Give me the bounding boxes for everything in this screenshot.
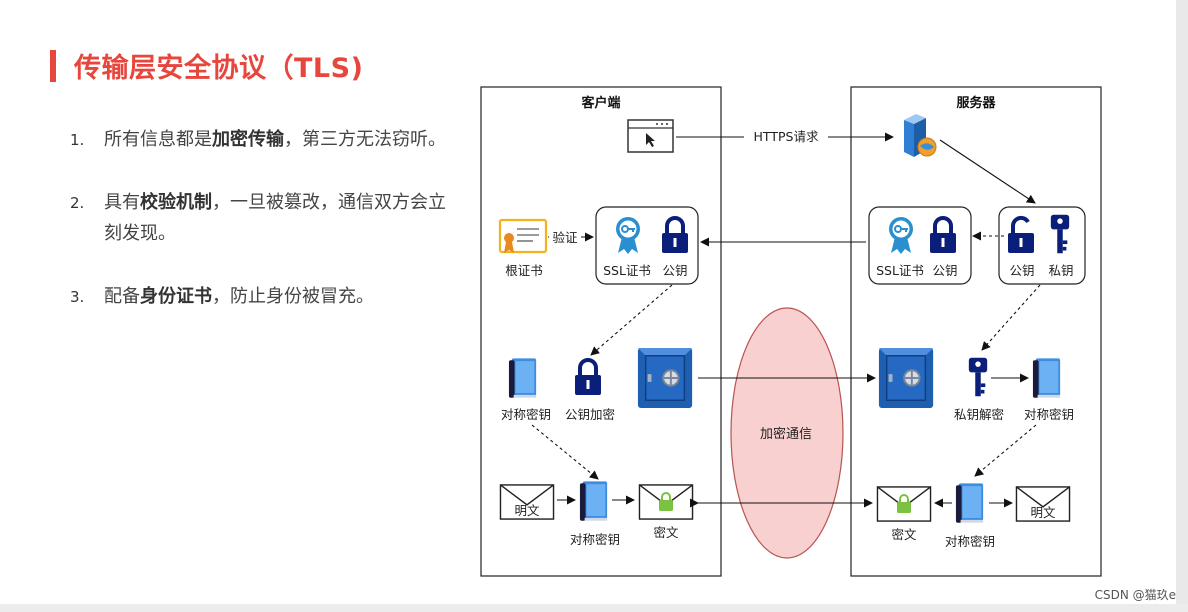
ciphertext-envelope-icon xyxy=(876,486,932,522)
ciphertext-envelope-icon xyxy=(638,484,694,520)
point-bold: 校验机制 xyxy=(140,192,212,213)
page-title: 传输层安全协议（TLS) xyxy=(74,53,364,84)
point-text: 配备 xyxy=(104,286,140,307)
plaintext-server-label: 明文 xyxy=(1030,505,1056,520)
encrypted-comm-label: 加密通信 xyxy=(760,426,812,442)
server-public-key-label: 公钥 xyxy=(1009,263,1034,278)
symmetric-key-book-icon xyxy=(955,483,984,523)
private-key-to-decrypt-arrow xyxy=(981,284,1041,351)
point-text: 具有 xyxy=(104,192,140,213)
list-number: 3. xyxy=(70,288,85,306)
list-item: 2. 具有校验机制，一旦被篡改，通信双方会立刻发现。 xyxy=(70,187,450,249)
https-request-label: HTTPS请求 xyxy=(754,129,819,144)
safe-icon xyxy=(877,347,935,409)
symmetric-key-server-label: 对称密钥 xyxy=(1024,407,1074,422)
symmetric-key-book-icon xyxy=(1032,358,1061,398)
encrypted-channel xyxy=(730,307,844,559)
symmetric-key-server-2-label: 对称密钥 xyxy=(945,534,995,549)
client-public-key-label: 公钥 xyxy=(662,263,687,278)
ssl-cert-ribbon-icon xyxy=(615,216,641,255)
client-title: 客户端 xyxy=(581,95,620,111)
symmetric-key-book-icon xyxy=(579,481,608,521)
tls-diagram: 客户端 服务器 加密通信 HTTPS请求 xyxy=(480,86,1102,577)
safe-icon xyxy=(636,347,694,409)
server-cert-public-key-label: 公钥 xyxy=(932,263,957,278)
server-private-key-label: 私钥 xyxy=(1048,263,1073,278)
point-list: 1. 所有信息都是加密传输，第三方无法窃听。 2. 具有校验机制，一旦被篡改，通信双… xyxy=(70,124,450,344)
browser-window-icon xyxy=(627,119,674,153)
symmetric-key-client-label: 对称密钥 xyxy=(501,407,551,422)
ciphertext-server-label: 密文 xyxy=(891,527,917,542)
verify-label-bg xyxy=(549,229,581,245)
server-title: 服务器 xyxy=(956,95,996,111)
point-text: ，一旦被篡改，通信双方会立刻发现。 xyxy=(104,192,446,244)
root-cert-label: 根证书 xyxy=(505,263,543,278)
list-item: 3. 配备身份证书，防止身份被冒充。 xyxy=(70,281,450,312)
point-bold: 身份证书 xyxy=(140,286,212,307)
server-icon xyxy=(904,114,937,157)
ciphertext-client-label: 密文 xyxy=(653,525,679,540)
server-to-keypair-arrow xyxy=(939,139,1036,204)
point-bold: 加密传输 xyxy=(212,129,284,150)
list-number: 2. xyxy=(70,194,85,212)
plaintext-client-label: 明文 xyxy=(514,503,540,518)
client-ssl-cert-label: SSL证书 xyxy=(603,263,651,278)
right-edge-strip xyxy=(1176,0,1188,612)
list-item: 1. 所有信息都是加密传输，第三方无法窃听。 xyxy=(70,124,450,155)
symmetric-key-client-2-label: 对称密钥 xyxy=(570,532,620,547)
watermark: CSDN @猫玖e xyxy=(1094,588,1176,602)
point-text: 所有信息都是 xyxy=(104,129,212,150)
list-number: 1. xyxy=(70,131,85,149)
point-text: ，防止身份被冒充。 xyxy=(212,286,374,307)
ssl-cert-ribbon-icon xyxy=(888,216,914,255)
point-text: ，第三方无法窃听。 xyxy=(284,129,446,150)
private-key-decrypt-label: 私钥解密 xyxy=(954,407,1004,422)
certificate-icon xyxy=(498,218,548,254)
symmetric-key-book-icon xyxy=(508,358,537,398)
public-key-encrypt-label: 公钥加密 xyxy=(565,407,615,422)
https-label-bg xyxy=(744,128,828,145)
symkey-to-encrypt-arrow xyxy=(531,424,599,480)
slide: 传输层安全协议（TLS) 1. 所有信息都是加密传输，第三方无法窃听。 2. 具有校… xyxy=(50,50,1102,577)
server-ssl-cert-label: SSL证书 xyxy=(876,263,924,278)
title-accent-bar xyxy=(50,50,56,82)
bottom-edge-strip xyxy=(0,604,1188,612)
symkey-to-decrypt-arrow xyxy=(974,424,1037,477)
verify-label: 验证 xyxy=(552,230,578,245)
